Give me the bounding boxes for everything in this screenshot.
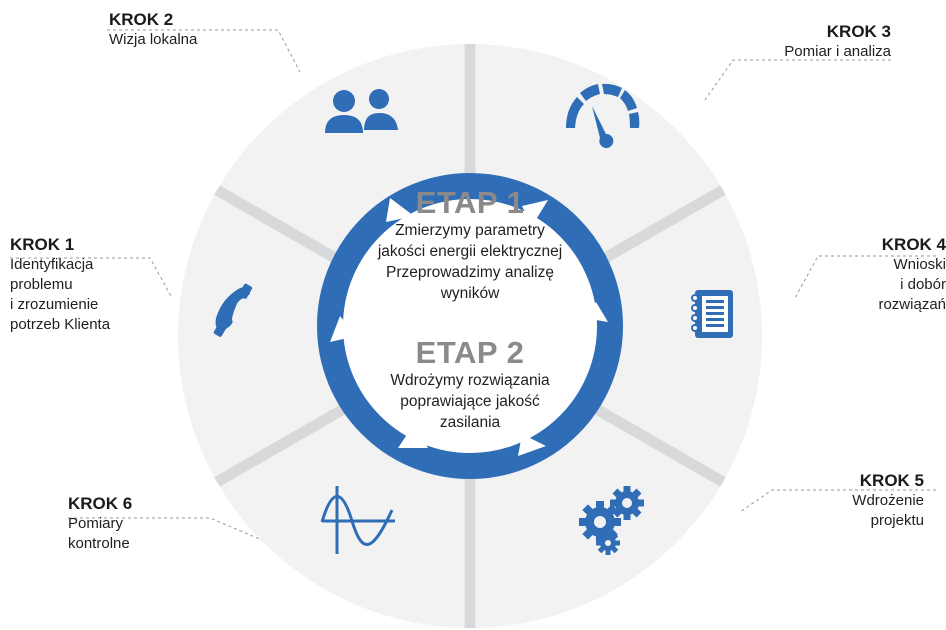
step-6-desc: Pomiary kontrolne — [68, 515, 130, 552]
step-5-title: KROK 5 — [859, 471, 924, 490]
stage-2-desc: Wdrożymy rozwiązania poprawiające jakość… — [390, 372, 550, 431]
step-1-label: KROK 1 Identyfikacja problemu i zrozumie… — [10, 234, 110, 335]
step-3-title: KROK 3 — [826, 22, 891, 41]
step-4-label: KROK 4 Wnioski i dobór rozwiązań — [878, 234, 946, 315]
cycle-arrows — [330, 198, 608, 456]
step-4-title: KROK 4 — [881, 235, 946, 254]
stage-1: ETAP 1 Zmierzymy parametry jakości energ… — [320, 186, 620, 304]
gauge-icon — [566, 83, 640, 148]
step-4-desc: Wnioski i dobór rozwiązań — [878, 256, 946, 313]
step-3-label: KROK 3 Pomiar i analiza — [784, 21, 891, 62]
stage-2-title: ETAP 2 — [415, 335, 525, 370]
step-1-desc: Identyfikacja problemu i zrozumienie pot… — [10, 256, 111, 333]
stage-2: ETAP 2 Wdrożymy rozwiązania poprawiające… — [320, 336, 620, 433]
step-2-title: KROK 2 — [109, 10, 174, 29]
step-5-desc: Wdrożenie projektu — [852, 492, 924, 529]
step-1-title: KROK 1 — [10, 235, 75, 254]
notebook-icon — [691, 290, 733, 338]
step-2-label: KROK 2 Wizja lokalna — [109, 9, 197, 50]
cycle-ring — [317, 173, 623, 479]
step-3-desc: Pomiar i analiza — [784, 43, 891, 60]
people-icon — [325, 89, 398, 133]
step-2-desc: Wizja lokalna — [109, 31, 198, 48]
gears-icon — [579, 486, 644, 555]
phone-icon — [213, 283, 253, 337]
stage-1-desc: Zmierzymy parametry jakości energii elek… — [377, 222, 563, 302]
stage-1-title: ETAP 1 — [415, 185, 525, 220]
sine-wave-icon — [320, 486, 395, 554]
step-6-title: KROK 6 — [68, 494, 133, 513]
connector-lines — [10, 29, 936, 541]
step-6-label: KROK 6 Pomiary kontrolne — [68, 493, 132, 554]
step-5-label: KROK 5 Wdrożenie projektu — [852, 470, 924, 531]
